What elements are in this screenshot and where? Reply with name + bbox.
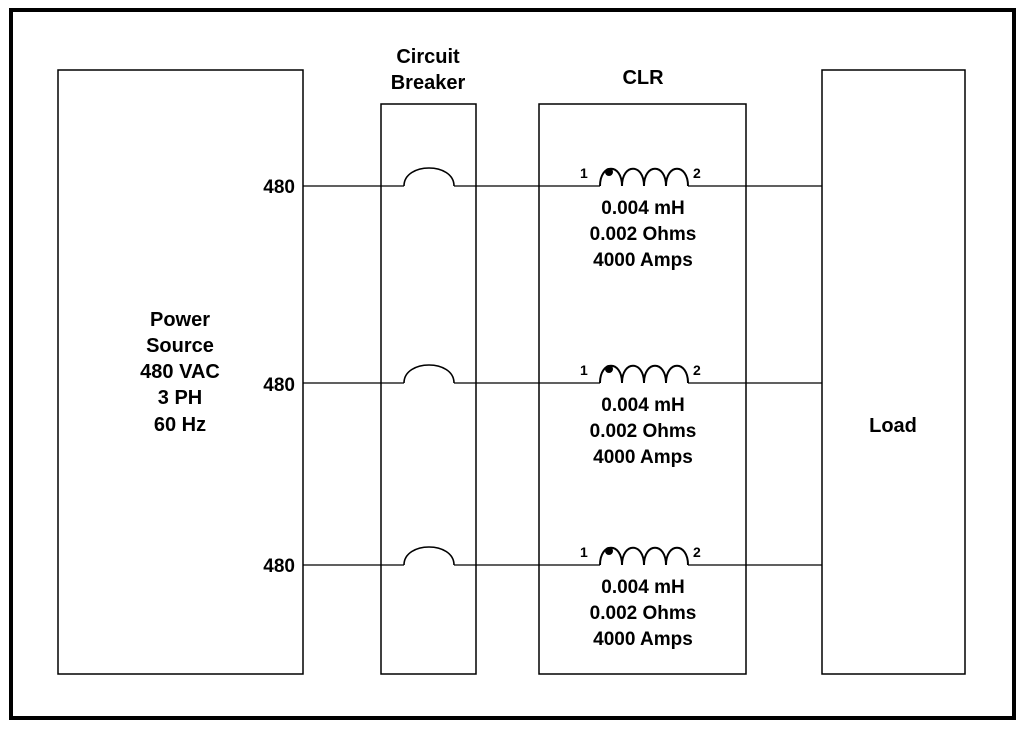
phase-b: 480 1 2 0.004 mH 0.002 Ohms 4000 Amps — [263, 362, 822, 468]
spec-current-a: 4000 Amps — [593, 250, 693, 271]
inductor-coil-b — [599, 364, 689, 384]
voltage-label-a: 480 — [263, 177, 295, 198]
clr-box — [538, 103, 747, 675]
load-label: Load — [869, 415, 917, 437]
inductor-coil-c — [599, 546, 689, 566]
polarity-dot-c — [605, 547, 613, 555]
source-line-3: 480 VAC — [140, 361, 220, 383]
inductor-coil-a — [599, 167, 689, 187]
source-line-1: Power — [150, 309, 210, 331]
source-line-2: Source — [146, 335, 214, 357]
circuit-breaker-box — [380, 103, 477, 675]
spec-inductance-b: 0.004 mH — [601, 395, 684, 416]
outer-frame — [9, 8, 1016, 720]
polarity-dot-b — [605, 365, 613, 373]
terminal-1-c: 1 — [580, 544, 588, 560]
voltage-label-b: 480 — [263, 375, 295, 396]
polarity-dot-a — [605, 168, 613, 176]
load-box — [821, 69, 966, 675]
source-line-5: 60 Hz — [154, 414, 206, 436]
breaker-title-line-1: Circuit — [396, 46, 460, 68]
voltage-label-c: 480 — [263, 556, 295, 577]
terminal-1-a: 1 — [580, 165, 588, 181]
phase-a: 480 1 2 0.004 mH 0.002 Ohms 4000 Amps — [263, 165, 822, 271]
spec-resistance-c: 0.002 Ohms — [590, 603, 697, 624]
spec-inductance-a: 0.004 mH — [601, 198, 684, 219]
spec-resistance-a: 0.002 Ohms — [590, 224, 697, 245]
phase-c: 480 1 2 0.004 mH 0.002 Ohms 4000 Amps — [263, 544, 822, 650]
breaker-contact-b — [403, 364, 455, 384]
source-line-4: 3 PH — [158, 387, 202, 409]
spec-current-c: 4000 Amps — [593, 629, 693, 650]
spec-current-b: 4000 Amps — [593, 447, 693, 468]
terminal-2-b: 2 — [693, 362, 701, 378]
power-source-box — [57, 69, 304, 675]
terminal-2-a: 2 — [693, 165, 701, 181]
terminal-2-c: 2 — [693, 544, 701, 560]
breaker-contact-a — [403, 167, 455, 187]
clr-title: CLR — [622, 67, 664, 89]
spec-inductance-c: 0.004 mH — [601, 577, 684, 598]
spec-resistance-b: 0.002 Ohms — [590, 421, 697, 442]
breaker-title-line-2: Breaker — [391, 72, 466, 94]
terminal-1-b: 1 — [580, 362, 588, 378]
breaker-contact-c — [403, 546, 455, 566]
